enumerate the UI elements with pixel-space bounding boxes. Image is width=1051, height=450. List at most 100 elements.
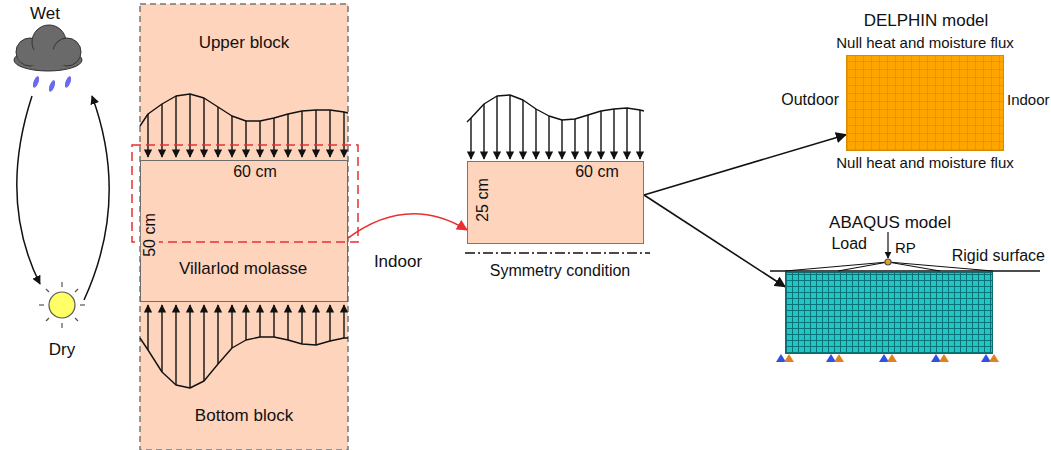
load-curve-top — [315, 110, 316, 157]
node-text: 25 cm — [474, 178, 492, 222]
cloud-icon — [18, 49, 78, 67]
node-text: 60 cm — [233, 163, 277, 181]
boundary-symbols — [784, 354, 794, 362]
load-curve-bottom — [189, 305, 190, 388]
boundary-symbols — [834, 354, 844, 362]
rain-drops — [32, 76, 41, 89]
load-label: Load — [829, 235, 869, 253]
node-text: DELPHIN model — [864, 11, 989, 31]
sun-icon — [75, 318, 78, 321]
load-curve-half — [574, 119, 575, 159]
rain-drops — [32, 76, 73, 93]
load-curve-half — [509, 95, 510, 159]
cycle-arrows — [17, 96, 109, 300]
rain-drops — [64, 76, 73, 89]
load-curve-bottom — [273, 305, 274, 337]
load-curve-half — [467, 95, 644, 122]
boundary-symbols — [887, 354, 897, 362]
surface-label: Rigid surface — [950, 247, 1047, 265]
load-curve-top — [147, 114, 148, 157]
cloud-icon — [14, 25, 82, 71]
weather-label: Dry — [49, 340, 75, 360]
weather-label: Wet — [30, 4, 60, 24]
rain-drops — [48, 80, 57, 93]
load-curve-top — [287, 114, 288, 157]
load-curve-bottom — [315, 305, 316, 345]
load-curve-half — [613, 109, 614, 159]
load-curve-bottom — [175, 305, 176, 385]
rigid-surface — [785, 262, 888, 271]
rigid-surface — [838, 262, 888, 271]
cycle-arrows — [17, 96, 40, 284]
load-curve-top — [329, 110, 330, 157]
sun-icon — [80, 304, 85, 305]
load-curve-bottom — [301, 305, 302, 344]
rigid-surface — [888, 262, 940, 271]
load-curve-half — [639, 110, 640, 159]
boundary-label: Null heat and moisture flux — [836, 34, 1014, 51]
flow-arrow — [644, 135, 846, 195]
boundary-symbols — [776, 354, 999, 362]
symmetry-line — [465, 252, 650, 253]
stone-specimen: 60 cm 50 cm Villarlod molasse — [140, 160, 348, 302]
load-curve-top — [217, 107, 218, 157]
node-text: Upper block — [199, 33, 290, 53]
load-curve-top — [231, 116, 232, 157]
node-text: 50 cm — [141, 211, 159, 259]
load-curve-bottom — [140, 337, 348, 388]
boundary-symbols — [981, 354, 991, 362]
node-text: 60 cm — [575, 163, 619, 181]
delphin-mesh: DELPHIN model — [846, 55, 1004, 151]
sun-icon — [46, 318, 49, 321]
flow-arrow — [348, 214, 467, 238]
load-curve-top — [161, 104, 162, 157]
half-specimen: 25 cm 60 cm — [467, 161, 644, 244]
load-curve-top — [189, 94, 190, 157]
masonry-column — [140, 4, 348, 450]
load-curve-bottom — [217, 305, 218, 364]
load-curve-half — [496, 96, 497, 159]
load-curve-half — [587, 115, 588, 159]
side-label: Indoor — [374, 252, 422, 272]
load-curve-top — [301, 111, 302, 157]
node-text: Villarlod molasse — [179, 259, 307, 279]
block-region: Bottom block — [140, 395, 348, 440]
node-text: Bottom block — [195, 406, 293, 426]
load-curve-bottom — [259, 305, 260, 337]
boundary-label: Symmetry condition — [490, 262, 631, 280]
load-curve-top — [343, 112, 344, 157]
load-curve-half — [467, 95, 644, 159]
boundary-symbols — [826, 354, 836, 362]
boundary-symbols — [989, 354, 999, 362]
sun-icon — [61, 282, 62, 287]
boundary-label: Null heat and moisture flux — [836, 154, 1014, 171]
load-curve-half — [561, 120, 562, 159]
sun-icon — [75, 289, 78, 292]
load-curve-bottom — [161, 305, 162, 372]
load-curve-half — [548, 116, 549, 159]
load-curve-top — [140, 94, 348, 157]
load-curve-top — [203, 98, 204, 157]
load-curve-half — [483, 104, 484, 159]
flow-arrow — [644, 195, 785, 287]
sun-icon — [39, 304, 44, 305]
load-curve-top — [259, 121, 260, 157]
sun-icon — [49, 292, 75, 318]
side-label: Outdoor — [781, 91, 839, 109]
load-curve-bottom — [329, 305, 330, 341]
sun-icon — [61, 323, 62, 328]
node-text: ABAQUS model — [829, 213, 951, 233]
block-region: Upper block — [140, 5, 348, 85]
boundary-symbols — [939, 354, 949, 362]
rigid-surface — [885, 259, 891, 265]
load-curve-bottom — [287, 305, 288, 340]
abaqus-mesh: ABAQUS model — [785, 272, 993, 354]
boundary-symbols — [776, 354, 786, 362]
load-curve-half — [522, 100, 523, 159]
load-curve-top — [175, 96, 176, 157]
load-curve-top — [273, 118, 274, 157]
load-curve-bottom — [245, 305, 246, 340]
load-curve-bottom — [147, 305, 148, 350]
load-curve-half — [626, 108, 627, 159]
rigid-surface — [887, 232, 888, 258]
